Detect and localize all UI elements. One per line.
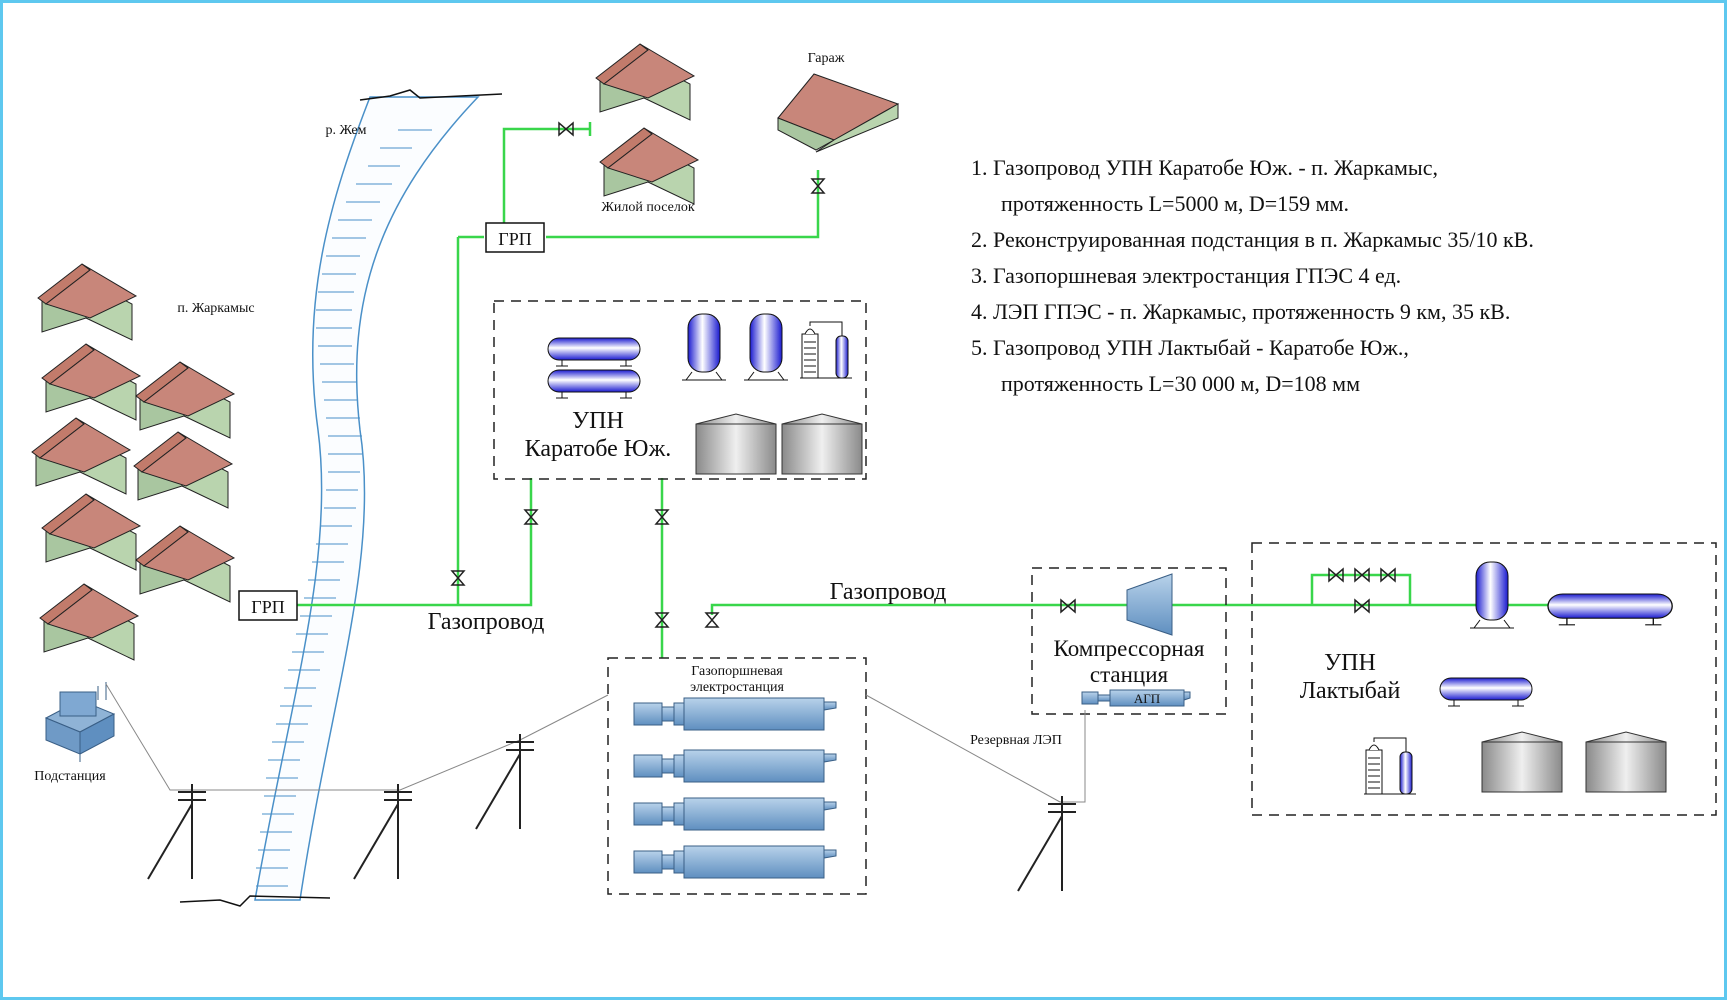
village-houses xyxy=(31,263,235,661)
upn-laktybai-boundary xyxy=(1251,542,1717,816)
gensets xyxy=(633,697,837,879)
house-icon xyxy=(31,417,131,495)
grp-top-label: ГРП xyxy=(498,229,531,249)
house-icon xyxy=(133,431,233,509)
compressor-icon xyxy=(1126,573,1173,636)
horizontal-tank-icon xyxy=(1439,677,1533,707)
storage-tank-icon xyxy=(1481,731,1563,793)
gpes-label-1: Газопоршневая xyxy=(691,664,783,679)
grp-left-box xyxy=(238,590,298,621)
horizontal-tank-icon xyxy=(1547,593,1673,626)
house-icon xyxy=(41,343,141,421)
distillation-column-icon xyxy=(1363,737,1417,795)
storage-tank-icon xyxy=(1585,731,1667,793)
gas-pipeline-label-left: Газопровод xyxy=(428,609,545,635)
horizontal-tank-icon xyxy=(547,369,641,399)
power-tower-icon xyxy=(353,783,413,880)
compressor-label-2: станция xyxy=(1090,662,1169,687)
residential-houses xyxy=(595,43,699,205)
storage-tank-icon xyxy=(781,413,863,475)
vertical-vessel-icon xyxy=(743,313,789,381)
house-icon xyxy=(135,525,235,603)
legend-item-2: 2. Реконструированная подстанция в п. Жа… xyxy=(971,227,1534,252)
upn-laktybai-label-1: УПН xyxy=(1324,650,1376,676)
upn-karatobe-label-2: Каратобе Юж. xyxy=(525,436,672,462)
house-icon xyxy=(599,127,699,205)
valve-icon xyxy=(705,612,719,628)
grp-top-box xyxy=(485,222,545,253)
distillation-column-icon xyxy=(799,321,853,379)
village-label: п. Жаркамыс xyxy=(177,301,254,316)
legend-item-1-cont: протяженность L=5000 м, D=159 мм. xyxy=(1001,191,1350,216)
river xyxy=(179,89,503,907)
genset-icon xyxy=(633,697,837,731)
legend-item-5-cont: протяженность L=30 000 м, D=108 мм xyxy=(1001,371,1361,396)
genset-icon xyxy=(633,749,837,783)
legend-item-1: 1. Газопровод УПН Каратобе Юж. - п. Жарк… xyxy=(971,155,1438,180)
river-label: р. Жем xyxy=(326,123,367,138)
upn-karatobe-boundary xyxy=(493,300,867,480)
power-tower-icon xyxy=(1017,795,1077,892)
power-tower-icon xyxy=(475,733,535,830)
genset-icon xyxy=(633,845,837,879)
house-icon xyxy=(135,361,235,439)
house-icon xyxy=(41,493,141,571)
genset-icon xyxy=(633,797,837,831)
substation-label: Подстанция xyxy=(34,769,106,784)
legend-item-4: 4. ЛЭП ГПЭС - п. Жаркамыс, протяженность… xyxy=(971,299,1511,324)
upn-laktybai-label-2: Лактыбай xyxy=(1300,678,1401,704)
substation xyxy=(44,682,116,762)
horizontal-tank-icon xyxy=(547,337,641,367)
storage-tank-icon xyxy=(695,413,777,475)
legend-item-3: 3. Газопоршневая электростанция ГПЭС 4 е… xyxy=(971,263,1402,288)
upn-karatobe-label-1: УПН xyxy=(572,408,624,434)
vertical-vessel-icon xyxy=(681,313,727,381)
gpes-boundary xyxy=(607,657,867,895)
garage-label: Гараж xyxy=(808,51,845,66)
vertical-vessel-icon xyxy=(1469,561,1515,629)
agp-label: АГП xyxy=(1134,691,1160,706)
house-icon xyxy=(39,583,139,661)
gpes-label-2: электростанция xyxy=(690,680,784,695)
power-lines xyxy=(105,683,1086,803)
agp-unit xyxy=(1081,689,1191,707)
compressor-label-1: Компрессорная xyxy=(1054,636,1205,661)
garage-building xyxy=(777,73,900,153)
grp-left-label: ГРП xyxy=(251,597,284,617)
legend-item-5: 5. Газопровод УПН Лактыбай - Каратобе Юж… xyxy=(971,335,1409,360)
residential-label: Жилой поселок xyxy=(601,200,694,215)
gas-pipeline-label-mid: Газопровод xyxy=(830,579,947,605)
house-icon xyxy=(595,43,695,121)
house-icon xyxy=(37,263,137,341)
power-tower-icon xyxy=(147,783,207,880)
reserve-line-label: Резервная ЛЭП xyxy=(970,733,1062,748)
legend: 1. Газопровод УПН Каратобе Юж. - п. Жарк… xyxy=(971,150,1534,402)
